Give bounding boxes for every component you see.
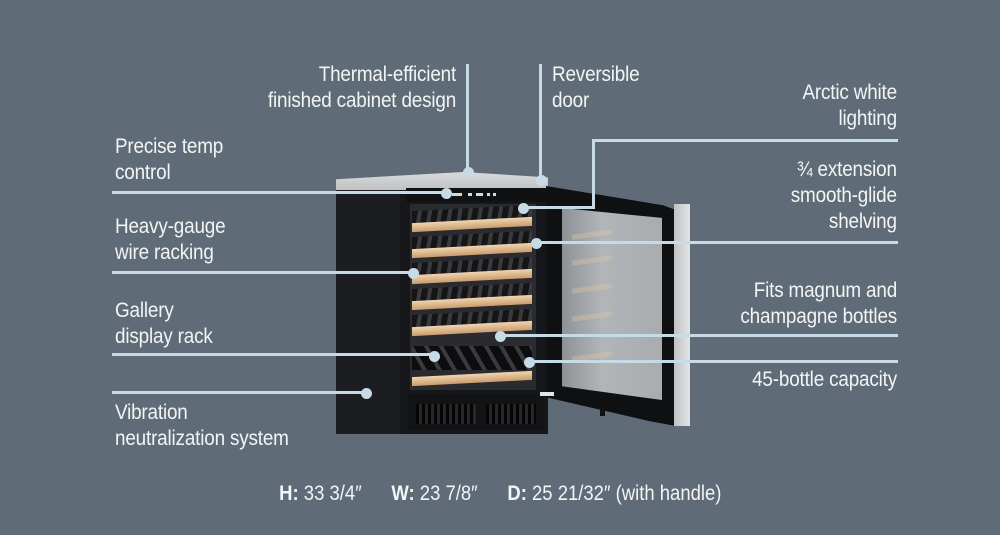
callout-line: display rack — [115, 325, 213, 348]
door-hinge-icon — [540, 392, 554, 396]
leader-line-arctic-vertical — [592, 139, 595, 209]
callout-line: Fits magnum and — [753, 279, 898, 302]
leader-line-thermal — [466, 64, 469, 170]
control-button-icon — [476, 193, 483, 196]
callout-line: Vibration — [115, 401, 188, 424]
callout-line: lighting — [838, 107, 898, 130]
callout-line: control — [115, 161, 171, 184]
callout-line: Gallery — [115, 299, 174, 322]
leader-dot-heavy — [408, 268, 419, 279]
depth-value: 25 21/32″ (with handle) — [531, 482, 722, 505]
leader-line-arctic-inner — [522, 206, 595, 209]
door-stop-icon — [600, 404, 605, 416]
leader-dot-reversible — [536, 175, 547, 186]
callout-line: neutralization system — [115, 427, 289, 450]
glass-door-pane — [562, 208, 662, 401]
control-button-icon — [493, 193, 496, 196]
leader-line-vibration — [112, 391, 364, 394]
leader-dot-capacity — [524, 357, 535, 368]
width-value: 23 7/8″ — [419, 482, 478, 505]
callout-line: smooth-glide — [790, 184, 897, 207]
cabinet-top — [336, 172, 548, 190]
callout-line: wire racking — [115, 241, 214, 264]
leader-dot-thermal — [463, 167, 474, 178]
control-button-icon — [487, 193, 490, 196]
leader-line-capacity — [527, 360, 898, 363]
leader-dot-temp — [441, 188, 452, 199]
callout-heavy-gauge: Heavy-gauge wire racking — [115, 214, 226, 266]
callout-line: Reversible — [552, 63, 640, 86]
leader-line-extension — [534, 241, 898, 244]
callout-precise-temp: Precise temp control — [115, 134, 223, 186]
callout-line: 45-bottle capacity — [752, 368, 897, 391]
callout-gallery-rack: Gallery display rack — [115, 298, 213, 350]
cabinet-side — [336, 186, 406, 434]
leader-dot-vibration — [361, 388, 372, 399]
leader-line-magnum — [499, 334, 898, 337]
dimensions-line: H: 33 3/4″ W: 23 7/8″ D: 25 21/32″ (with… — [0, 482, 1000, 506]
door-edge — [674, 204, 690, 426]
leader-dot-gallery — [429, 351, 440, 362]
height-label: H: — [278, 482, 299, 505]
leader-line-reversible — [539, 64, 542, 178]
callout-bottle-capacity: 45-bottle capacity — [752, 367, 897, 393]
callout-magnum-bottles: Fits magnum and champagne bottles — [740, 278, 897, 330]
callout-vibration: Vibration neutralization system — [115, 400, 289, 452]
callout-line: Thermal-efficient — [318, 63, 457, 86]
callout-line: champagne bottles — [740, 305, 897, 328]
callout-extension-shelving: ¾ extension smooth-glide shelving — [791, 157, 897, 235]
callout-line: ¾ extension — [797, 158, 897, 181]
leader-dot-magnum — [495, 331, 506, 342]
callout-thermal-efficient: Thermal-efficient finished cabinet desig… — [268, 62, 456, 114]
callout-reversible-door: Reversible door — [552, 62, 640, 114]
leader-line-heavy — [112, 271, 412, 274]
width-label: W: — [391, 482, 415, 505]
leader-dot-extension — [531, 238, 542, 249]
leader-line-temp — [112, 191, 444, 194]
callout-line: Precise temp — [115, 135, 224, 158]
leader-line-arctic — [592, 139, 898, 142]
callout-line: Arctic white — [802, 81, 898, 104]
callout-line: finished cabinet design — [267, 89, 456, 112]
callout-line: door — [552, 89, 590, 112]
depth-label: D: — [507, 482, 527, 505]
callout-line: Heavy-gauge — [115, 215, 226, 238]
height-value: 33 3/4″ — [303, 482, 362, 505]
temp-display-icon — [452, 193, 462, 196]
callout-arctic-lighting: Arctic white lighting — [802, 80, 898, 132]
leader-line-gallery — [112, 353, 432, 356]
control-button-icon — [468, 193, 472, 196]
leader-dot-arctic — [518, 203, 529, 214]
vent-icon — [486, 404, 536, 424]
callout-line: shelving — [829, 210, 897, 233]
vent-icon — [416, 404, 476, 424]
